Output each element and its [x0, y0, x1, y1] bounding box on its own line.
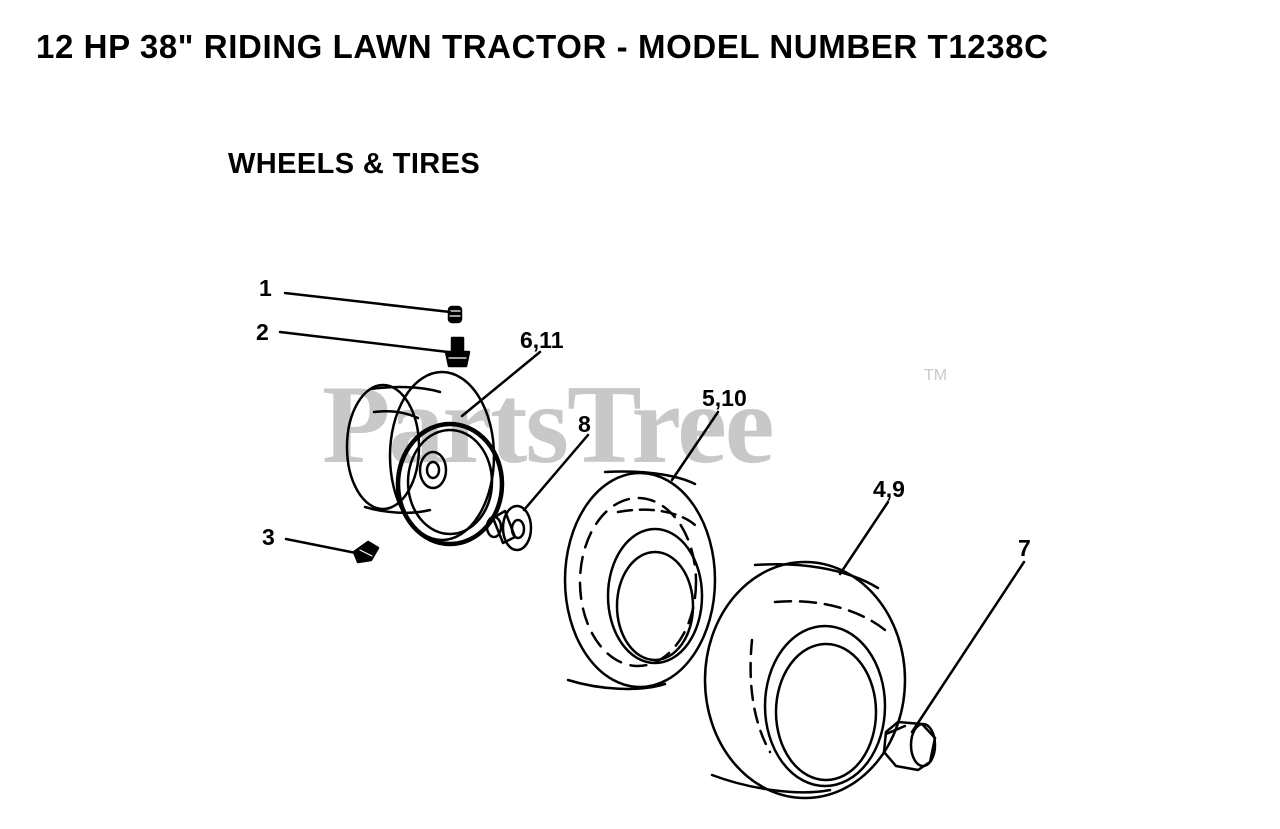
section-title: WHEELS & TIRES: [228, 148, 481, 180]
part-tire-front: [563, 470, 717, 691]
part-rim: [345, 370, 505, 547]
callout-3: 3: [262, 524, 275, 550]
callout-labels: 1 2 3 4,9 5,10 6,11 7 8: [256, 275, 1031, 561]
part-valve-cap: [447, 305, 463, 324]
page-title: 12 HP 38" RIDING LAWN TRACTOR - MODEL NU…: [36, 28, 1049, 65]
part-valve-stem: [444, 336, 471, 368]
callout-6-11: 6,11: [520, 327, 564, 353]
part-hub-cap: [882, 720, 937, 772]
callout-2: 2: [256, 319, 269, 345]
watermark: PartsTree TM: [322, 363, 947, 487]
callout-4-9: 4,9: [873, 476, 905, 502]
watermark-text: PartsTree: [322, 363, 773, 487]
watermark-trademark: TM: [924, 367, 947, 384]
part-bushing: [485, 504, 533, 552]
part-tire-rear: [703, 560, 907, 800]
leader-lines: [278, 291, 1026, 734]
callout-7: 7: [1018, 535, 1031, 561]
callout-1: 1: [259, 275, 272, 301]
callout-8: 8: [578, 411, 591, 437]
callout-5-10: 5,10: [702, 385, 747, 411]
part-screw: [352, 540, 380, 564]
